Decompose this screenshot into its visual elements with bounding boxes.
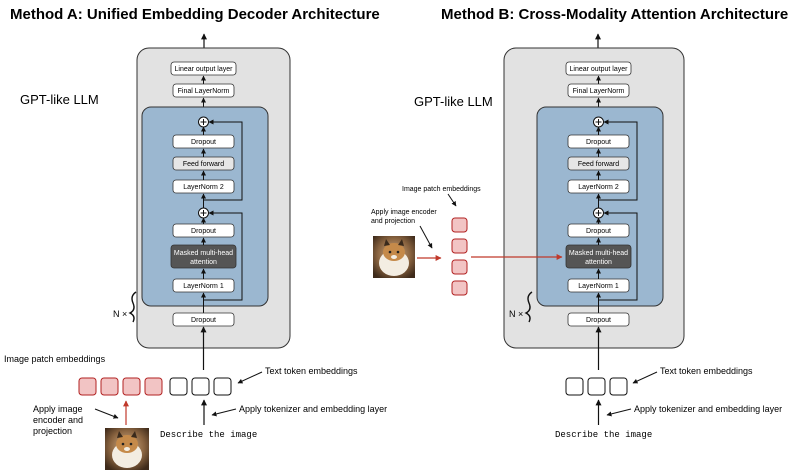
linear-output-label: Linear output layer xyxy=(570,66,629,73)
dropout-mid-label: Dropout xyxy=(586,228,611,235)
text-token xyxy=(191,377,210,396)
n-times-label: N × xyxy=(509,309,523,319)
text-token-embeddings-label: Text token embeddings xyxy=(660,366,753,376)
linear-output-label: Linear output layer xyxy=(175,66,234,73)
image-patch-embeddings-label: Image patch embeddings xyxy=(4,354,106,364)
text-token xyxy=(587,377,606,396)
input-text: Describe the image xyxy=(160,430,257,440)
layernorm-2-label: LayerNorm 2 xyxy=(183,184,224,191)
method-a-title: Method A: Unified Embedding Decoder Arch… xyxy=(10,6,380,23)
text-token xyxy=(565,377,584,396)
layernorm-2-label: LayerNorm 2 xyxy=(578,184,619,191)
layernorm-1-label: LayerNorm 1 xyxy=(183,283,224,290)
text-token xyxy=(213,377,232,396)
dropout-bottom-label: Dropout xyxy=(586,317,611,324)
gpt-llm-label: GPT-like LLM xyxy=(414,94,493,109)
final-layernorm xyxy=(567,83,630,98)
image-patch-token xyxy=(451,259,468,275)
dropout-bottom-label: Dropout xyxy=(191,317,216,324)
linear-output-layer xyxy=(170,61,237,76)
apply-image-encoder-line3: projection xyxy=(33,426,72,436)
residual-connection xyxy=(598,119,638,201)
image-patch-token xyxy=(78,377,97,396)
final-layernorm xyxy=(172,83,235,98)
dropout-mid-label: Dropout xyxy=(191,228,216,235)
cat-image xyxy=(373,236,415,278)
method-a-panel: Method A: Unified Embedding Decoder Arch… xyxy=(4,6,387,470)
image-patch-token xyxy=(451,217,468,233)
apply-tokenizer-label: Apply tokenizer and embedding layer xyxy=(239,404,387,414)
method-b-panel: Method B: Cross-Modality Attention Archi… xyxy=(371,6,788,440)
brace-icon xyxy=(128,291,137,323)
brace-icon xyxy=(524,291,533,323)
residual-connection xyxy=(203,119,243,201)
feed-forward-label: Feed forward xyxy=(578,161,619,168)
dropout-bottom xyxy=(567,312,630,327)
attention-label-line2: attention xyxy=(585,259,612,266)
dropout-top-label: Dropout xyxy=(191,139,216,146)
final-layernorm-label: Final LayerNorm xyxy=(178,88,230,95)
attention-label-line1: Masked multi-head xyxy=(174,250,233,257)
feed-forward-label: Feed forward xyxy=(183,161,224,168)
method-b-title: Method B: Cross-Modality Attention Archi… xyxy=(441,6,788,23)
attention-label-line1: Masked multi-head xyxy=(569,250,628,257)
cat-image xyxy=(105,428,149,470)
apply-image-encoder-line2: encoder and xyxy=(33,415,83,425)
gpt-llm-label: GPT-like LLM xyxy=(20,92,99,107)
dropout-bottom xyxy=(172,312,235,327)
image-patch-token xyxy=(122,377,141,396)
apply-image-encoder-line1: Apply image xyxy=(33,404,83,414)
residual-connection xyxy=(598,210,638,301)
image-patch-embeddings-label: Image patch embeddings xyxy=(402,186,481,193)
dropout-top-label: Dropout xyxy=(586,139,611,146)
final-layernorm-label: Final LayerNorm xyxy=(573,88,625,95)
text-token xyxy=(609,377,628,396)
image-patch-token xyxy=(451,238,468,254)
residual-connection xyxy=(203,210,243,301)
linear-output-layer xyxy=(565,61,632,76)
text-token xyxy=(169,377,188,396)
image-patch-token xyxy=(451,280,468,296)
n-times-label: N × xyxy=(113,309,127,319)
layernorm-1-label: LayerNorm 1 xyxy=(578,283,619,290)
apply-image-encoder-line1: Apply image encoder xyxy=(371,209,437,216)
text-token-embeddings-label: Text token embeddings xyxy=(265,366,358,376)
input-text: Describe the image xyxy=(555,430,652,440)
apply-tokenizer-label: Apply tokenizer and embedding layer xyxy=(634,404,782,414)
image-patch-token xyxy=(100,377,119,396)
image-patch-token xyxy=(144,377,163,396)
apply-image-encoder-line2: and projection xyxy=(371,218,415,225)
attention-label-line2: attention xyxy=(190,259,217,266)
